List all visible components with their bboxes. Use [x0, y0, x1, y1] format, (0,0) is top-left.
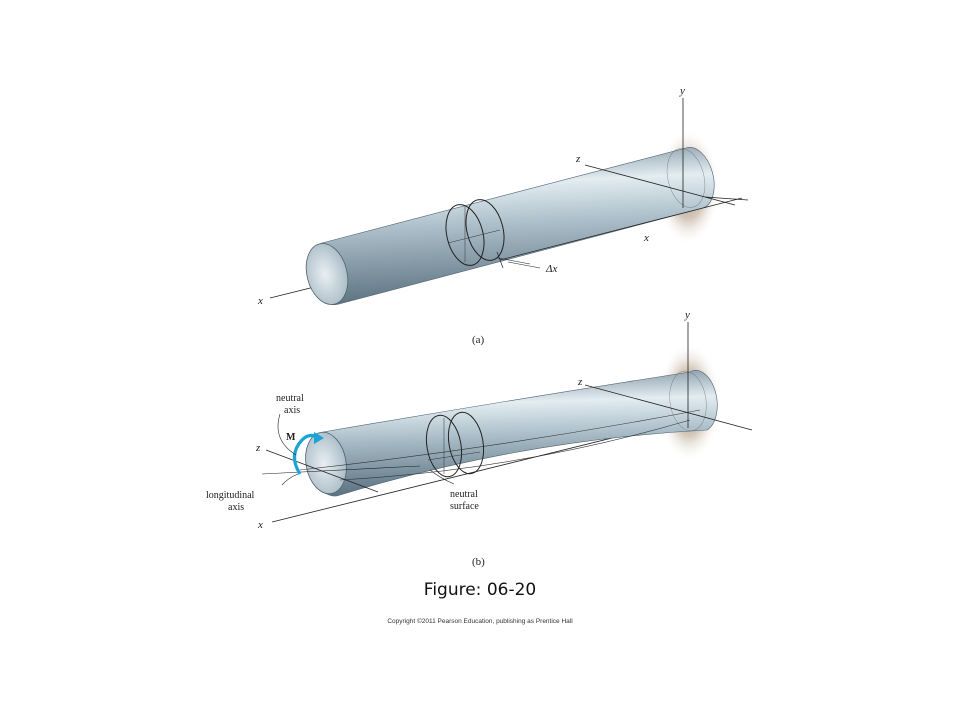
panel-label-b: (b) — [472, 556, 485, 568]
neutral-axis-label-2: axis — [284, 405, 300, 416]
axis-y-label-b: y — [684, 309, 690, 321]
rod-b-far-end — [669, 370, 707, 432]
section-ring-b2 — [447, 411, 485, 475]
section-ring-a1 — [445, 204, 485, 266]
z-axis-b-right — [584, 384, 753, 431]
moment-label: M — [286, 432, 296, 443]
figure-caption: Figure: 06-20 — [423, 580, 537, 600]
section-ring-b1 — [425, 414, 463, 478]
axis-x-label-b: x — [257, 519, 263, 531]
figure-b: y z z x M neutral axis longitudinal axis… — [206, 309, 753, 568]
axis-z-label-b-right: z — [577, 376, 583, 388]
axis-y-label-a: y — [679, 85, 685, 97]
axis-z-label-b-left: z — [255, 442, 261, 454]
neutral-surface-line-2 — [339, 419, 691, 481]
rod-a-end-face — [305, 243, 349, 305]
delta-x-tick-1 — [507, 261, 541, 269]
neutral-axis-label-1: neutral — [276, 393, 304, 404]
z-axis-a-tail — [704, 196, 749, 201]
rod-a — [308, 147, 715, 305]
x-dimension-line — [499, 197, 743, 261]
panel-label-a: (a) — [472, 334, 485, 346]
section-b-inner-axis — [427, 451, 481, 461]
longitudinal-axis-label-1: longitudinal — [206, 490, 255, 501]
longitudinal-axis-line — [261, 465, 421, 475]
neutral-surface-label-2: surface — [450, 501, 479, 512]
neutral-surface-line-1 — [299, 409, 701, 471]
delta-x-tick-2 — [497, 257, 531, 265]
z-axis-a — [584, 164, 736, 206]
longitudinal-axis-leader — [281, 473, 299, 486]
delta-x-label: Δx — [545, 263, 557, 275]
rod-b-end-face — [305, 431, 347, 495]
x-dimension-tick-left — [496, 251, 504, 269]
section-ring-a2 — [465, 199, 505, 261]
axis-x-left-label-a: x — [257, 295, 263, 307]
axis-z-label-a: z — [575, 153, 581, 165]
longitudinal-axis-label-2: axis — [228, 502, 244, 513]
figure-a: y z x x Δx (a) — [257, 85, 749, 346]
rod-b — [308, 370, 718, 497]
moment-arrow-head — [314, 432, 324, 444]
neutral-axis-leader — [277, 413, 297, 456]
moment-arrow — [292, 433, 319, 475]
neutral-surface-leader — [429, 469, 455, 485]
copyright-notice: Copyright ©2011 Pearson Education, publi… — [387, 618, 573, 625]
neutral-surface-label-1: neutral — [450, 489, 478, 500]
axis-x-dim-label-a: x — [643, 232, 649, 244]
rod-a-far-end — [666, 148, 706, 208]
section-a-inner-axis — [447, 229, 501, 244]
